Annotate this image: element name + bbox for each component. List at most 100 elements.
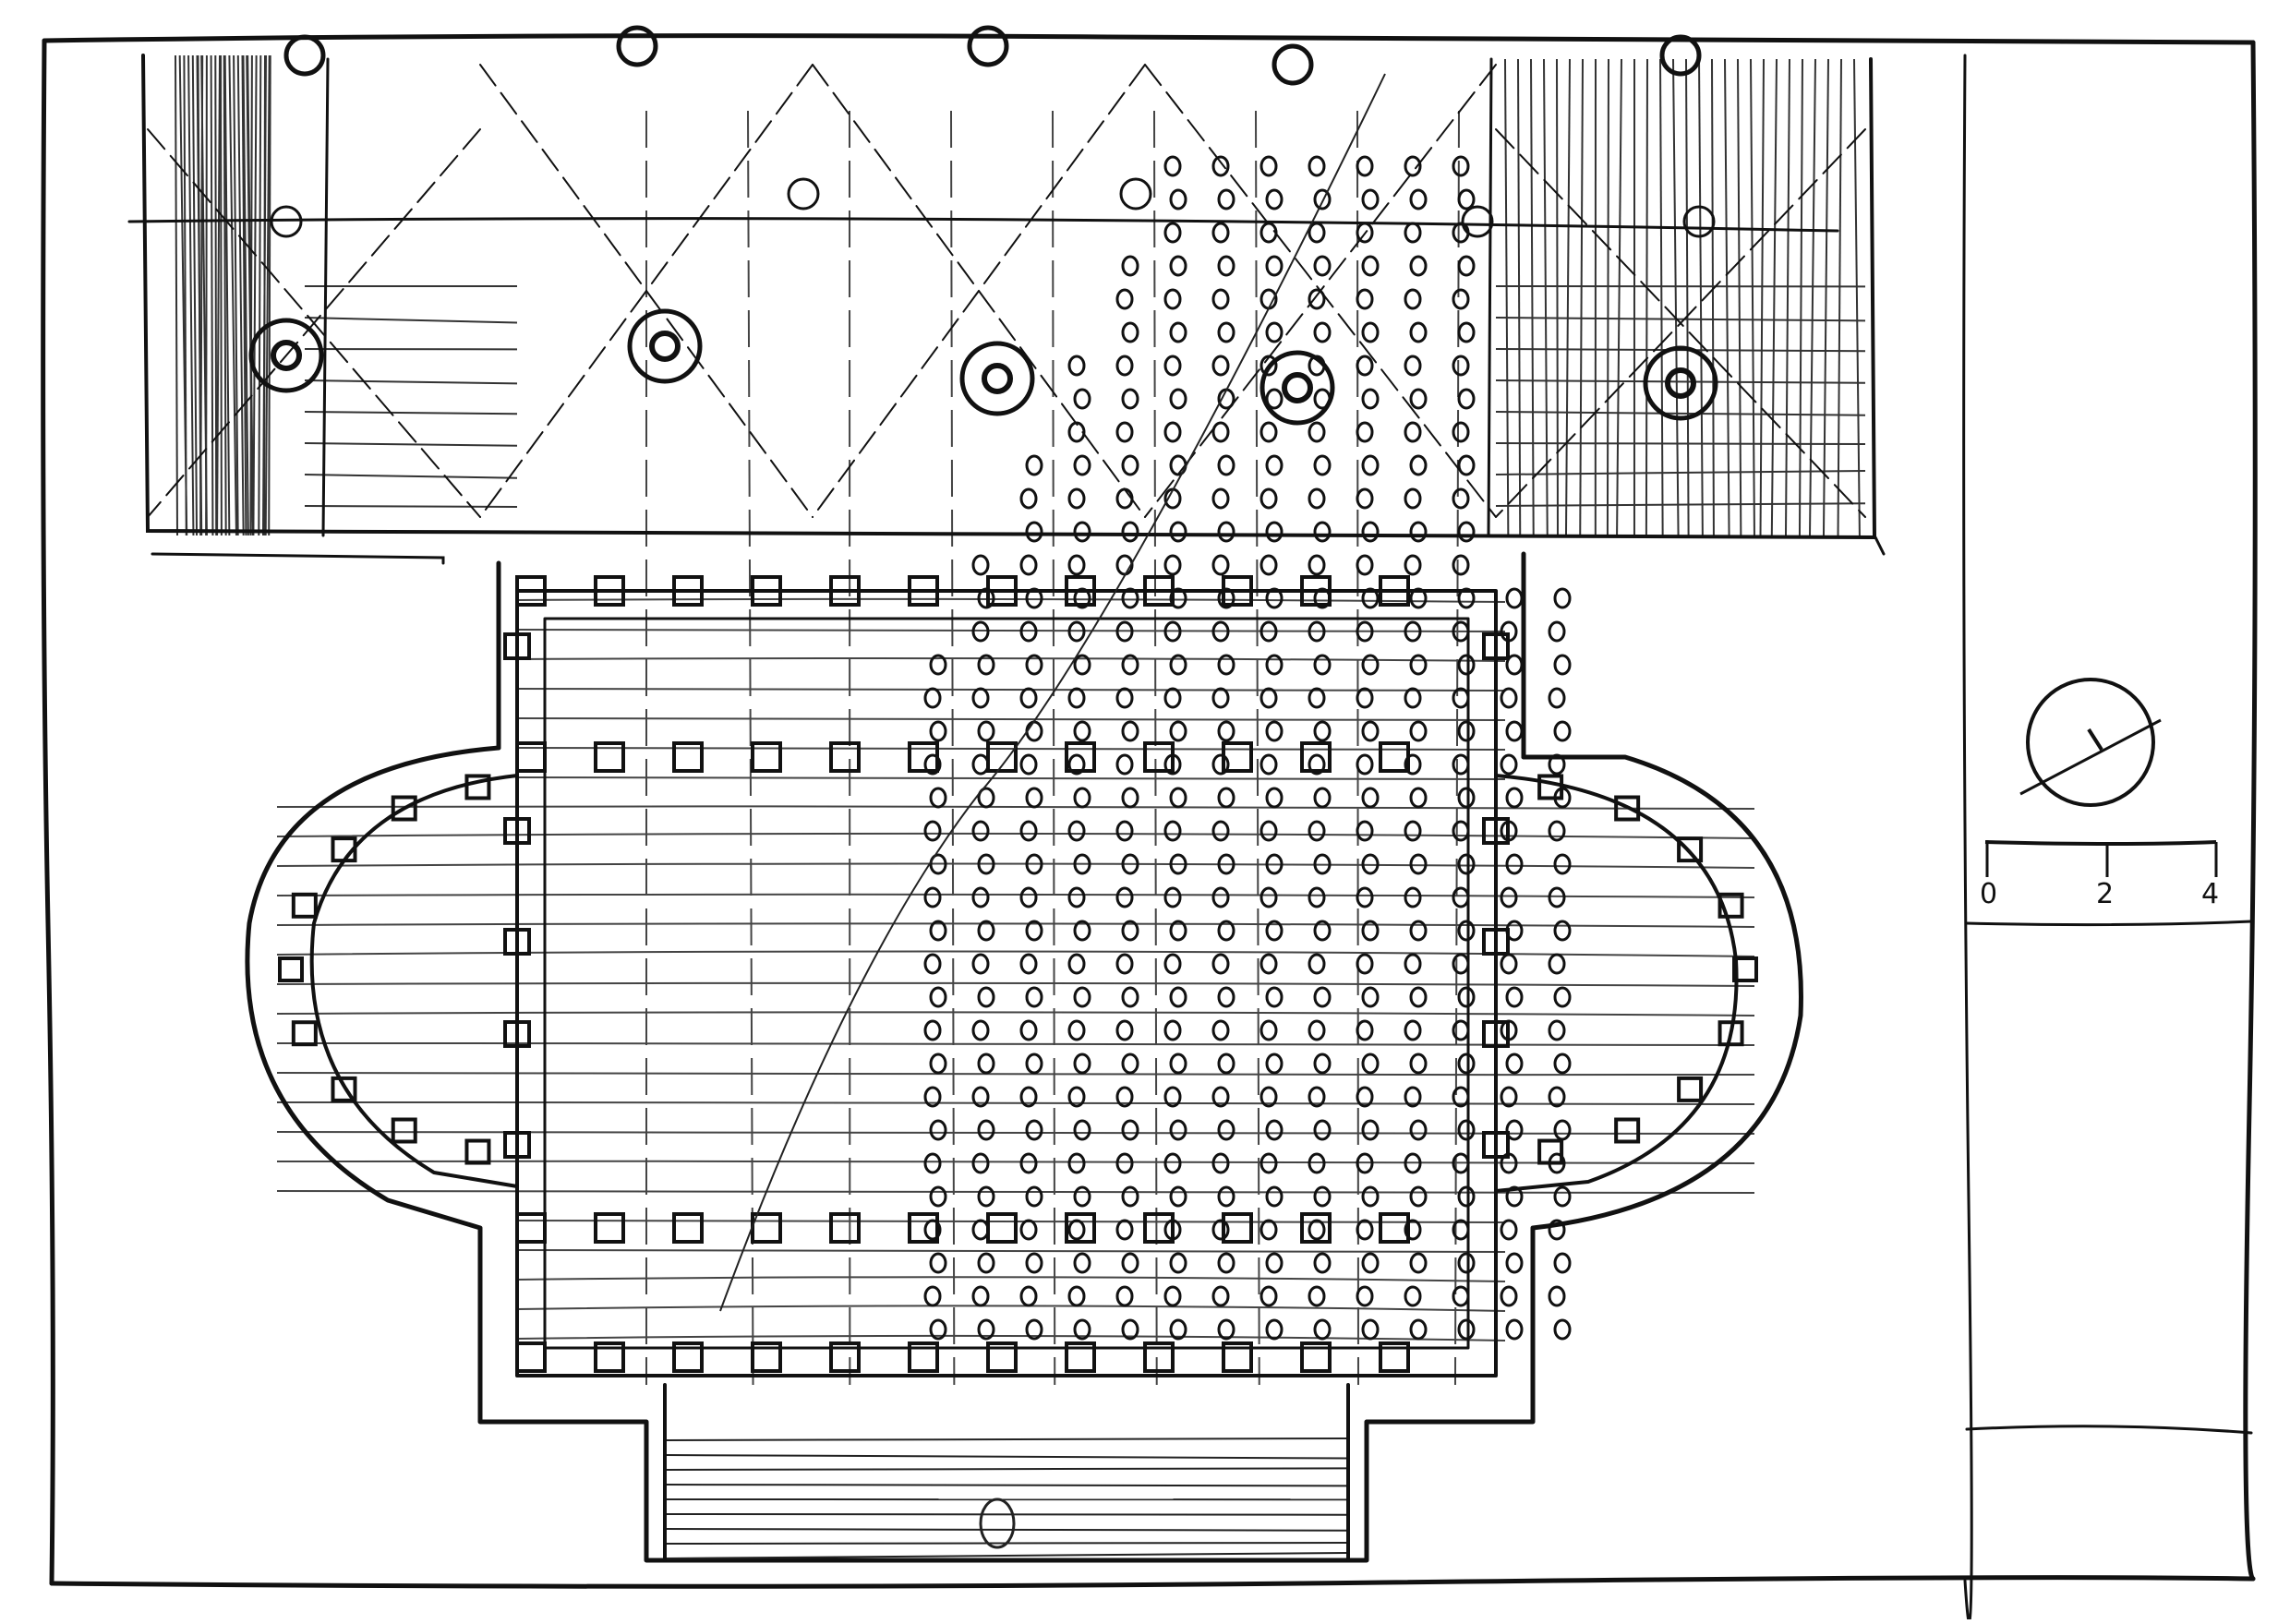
column-dot xyxy=(1075,1254,1090,1272)
column-dot xyxy=(1453,356,1468,375)
column-base-icon xyxy=(1262,353,1332,423)
column-dot xyxy=(1219,456,1234,475)
hatch-line xyxy=(305,475,517,478)
floor-line xyxy=(277,864,1754,868)
column-dot xyxy=(1219,1054,1234,1073)
hatch-line xyxy=(175,55,177,535)
column-dot xyxy=(1411,656,1426,674)
floor-line xyxy=(277,983,1754,986)
floor-line xyxy=(277,806,1754,809)
column-dot xyxy=(1267,722,1282,740)
hatch-line xyxy=(200,55,202,535)
column-dot xyxy=(1357,556,1372,574)
floor-line xyxy=(277,1073,1754,1075)
column-dot xyxy=(1075,1121,1090,1139)
hatch-line xyxy=(1854,59,1860,535)
column-dot xyxy=(1261,822,1276,840)
column-dot xyxy=(1171,788,1186,807)
column-dot xyxy=(1021,755,1036,774)
column-dot xyxy=(1261,1021,1276,1040)
column-dot xyxy=(1027,722,1042,740)
column-dot xyxy=(1261,888,1276,907)
column-dot xyxy=(925,1287,940,1305)
column-dot xyxy=(1213,223,1228,242)
column-dot xyxy=(1363,788,1378,807)
column-dot xyxy=(1555,1320,1570,1339)
hatch-line xyxy=(1617,59,1621,535)
column-dot xyxy=(1267,1187,1282,1206)
hatch-line xyxy=(1751,59,1754,535)
column-dot xyxy=(1459,1054,1474,1073)
column-dot xyxy=(973,888,988,907)
column-dot xyxy=(925,888,940,907)
floor-line xyxy=(1053,111,1055,1385)
column-dot xyxy=(1171,988,1186,1006)
column-dot xyxy=(1309,223,1324,242)
pier-square xyxy=(1539,776,1561,798)
stair-tread xyxy=(667,1529,1346,1531)
column-dot xyxy=(1021,1221,1036,1239)
column-dot xyxy=(1555,1121,1570,1139)
column-dot xyxy=(1117,423,1132,441)
column-dot xyxy=(1507,1054,1522,1073)
hatch-line xyxy=(1772,59,1777,535)
column-dot xyxy=(1555,589,1570,607)
column-dot xyxy=(1267,1054,1282,1073)
column-dot xyxy=(1069,955,1084,973)
column-dot xyxy=(1549,622,1564,641)
column-dot xyxy=(1027,1254,1042,1272)
hatch-line xyxy=(253,55,256,535)
pier-square xyxy=(910,743,937,771)
column-dot xyxy=(1507,1254,1522,1272)
pier-square xyxy=(517,1214,545,1242)
column-dot xyxy=(1171,323,1186,342)
column-dot xyxy=(1363,257,1378,275)
column-dot xyxy=(1411,988,1426,1006)
column-dot xyxy=(1363,988,1378,1006)
floor-line xyxy=(517,1336,1505,1341)
column-dot xyxy=(1267,257,1282,275)
floor-line xyxy=(277,923,1754,927)
column-dot xyxy=(973,1221,988,1239)
column-dot xyxy=(931,1187,946,1206)
column-dot xyxy=(1117,888,1132,907)
column-dot xyxy=(973,1287,988,1305)
column-dot xyxy=(1213,290,1228,308)
column-dot xyxy=(1459,656,1474,674)
column-dot xyxy=(1411,323,1426,342)
stair-tread xyxy=(667,1485,1346,1486)
hatch-line xyxy=(1800,59,1802,535)
column-dot xyxy=(1171,722,1186,740)
column-dot xyxy=(1165,955,1180,973)
column-dot xyxy=(1411,722,1426,740)
hatch-line xyxy=(1496,443,1865,444)
column-dot xyxy=(1117,1154,1132,1173)
column-dot xyxy=(1315,1121,1330,1139)
column-dot xyxy=(1315,390,1330,408)
column-dot xyxy=(1411,190,1426,209)
pier-square xyxy=(1380,743,1408,771)
column-dot xyxy=(1123,323,1138,342)
column-dot xyxy=(1075,788,1090,807)
column-base-icon xyxy=(619,28,656,65)
column-dot xyxy=(1411,1121,1426,1139)
column-dot xyxy=(1555,1254,1570,1272)
hatch-line xyxy=(1496,412,1865,415)
column-dot xyxy=(1213,1221,1228,1239)
column-dot xyxy=(1021,888,1036,907)
column-dot xyxy=(1165,356,1180,375)
column-dot xyxy=(925,822,940,840)
column-dot xyxy=(1117,689,1132,707)
scale-tick-label-2: 2 xyxy=(2096,878,2114,910)
column-dot xyxy=(1453,822,1468,840)
pier-square xyxy=(831,1214,859,1242)
column-dot xyxy=(1075,456,1090,475)
column-dot xyxy=(1021,955,1036,973)
column-dot xyxy=(1315,323,1330,342)
column-dot xyxy=(931,788,946,807)
column-base-icon xyxy=(962,343,1032,414)
column-dot xyxy=(1501,955,1516,973)
column-dot xyxy=(1459,323,1474,342)
column-dot xyxy=(1027,456,1042,475)
